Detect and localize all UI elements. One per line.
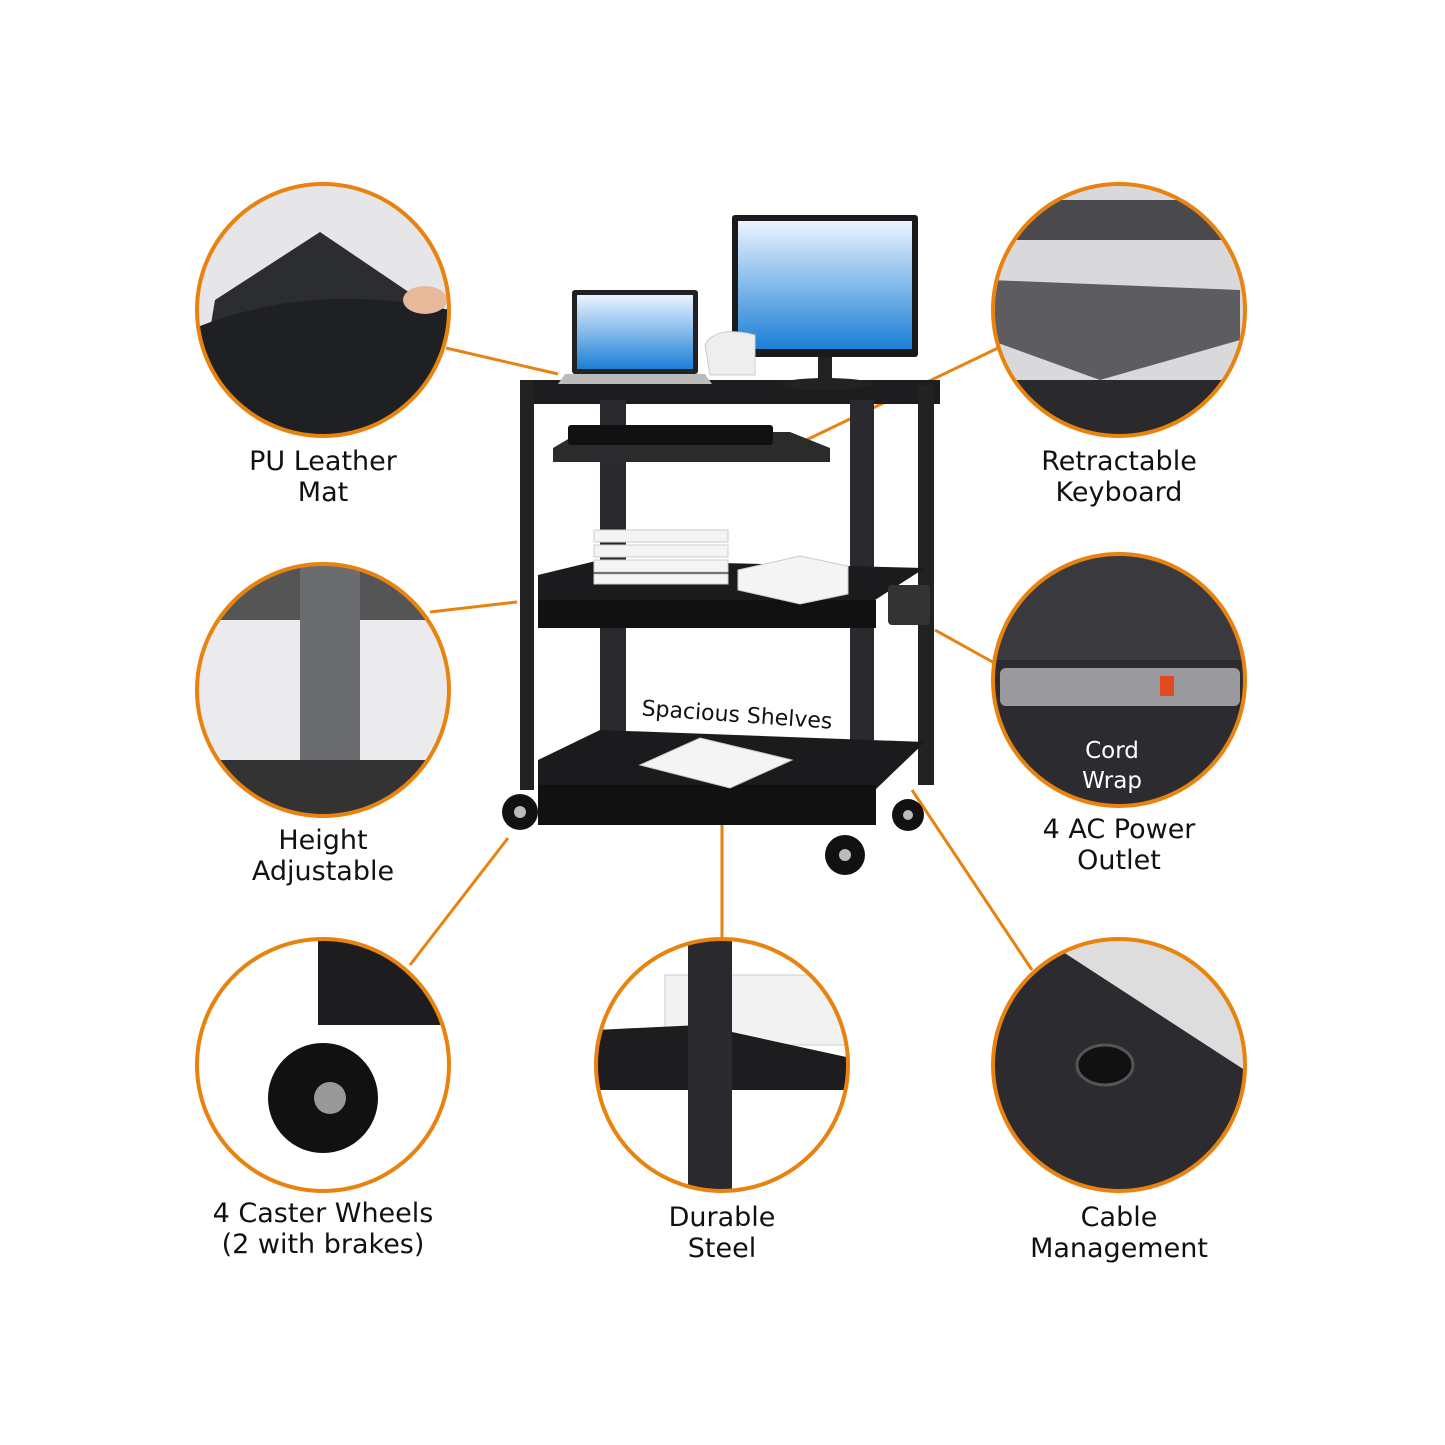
label-line: Cable (1080, 1202, 1158, 1233)
label-line: Keyboard (1055, 477, 1183, 508)
cord-wrap-label: Wrap (1082, 768, 1142, 794)
label-line: 4 AC Power (1042, 814, 1196, 845)
label-line: Adjustable (251, 856, 395, 887)
label-line: Management (1030, 1233, 1208, 1264)
av-cart (502, 215, 940, 875)
feature-circle-cable (993, 939, 1245, 1191)
label-line: (2 with brakes) (221, 1229, 425, 1260)
feature-circle-height (197, 564, 449, 816)
spacious-shelves-label: Spacious Shelves (641, 696, 833, 734)
callout-lines (408, 346, 1034, 971)
feature-circle-pu-leather (197, 184, 449, 436)
feature-circle-caster (197, 939, 449, 1191)
label-line: Mat (297, 477, 349, 508)
label-line: Height (278, 825, 368, 856)
label-line: Outlet (1077, 845, 1161, 876)
feature-circle-steel (596, 939, 848, 1191)
label-line: 4 Caster Wheels (212, 1198, 434, 1229)
label-line: Durable (668, 1202, 776, 1233)
feature-circle-power: Cord Wrap (993, 554, 1245, 806)
circle-borders (195, 182, 1247, 1193)
cord-wrap-label: Cord (1085, 738, 1139, 764)
label-line: Steel (687, 1233, 757, 1264)
label-line: Retractable (1041, 446, 1197, 477)
feature-label-caster: 4 Caster Wheels(2 with brakes) (173, 1198, 473, 1260)
label-line: PU Leather (249, 446, 397, 477)
